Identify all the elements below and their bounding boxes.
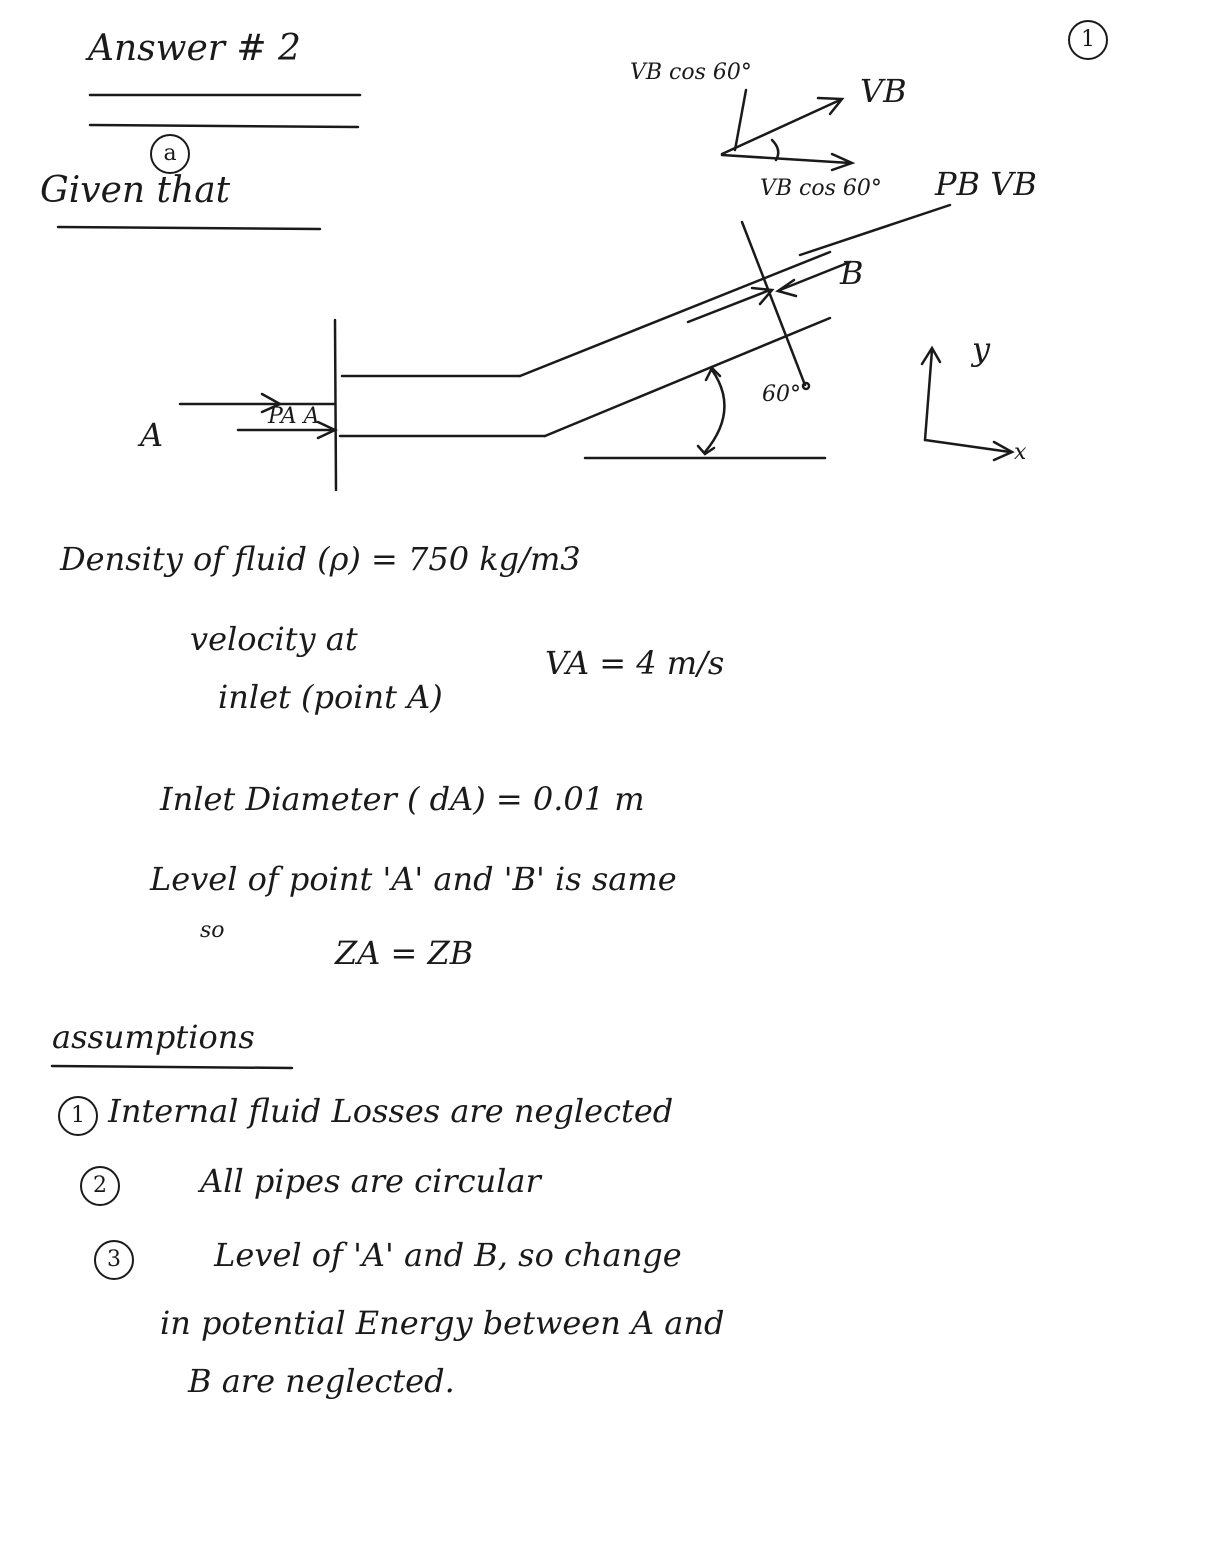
- vb-resultant-head: [816, 96, 845, 116]
- inlet-arrowhead: [260, 392, 283, 414]
- title-underline-2: [88, 123, 360, 129]
- vb-resultant: [720, 98, 842, 156]
- part-label: a: [150, 134, 190, 174]
- x-axis: [923, 438, 1012, 454]
- vb-cos-top-label: VB cos 60°: [630, 60, 752, 85]
- vb-vertical: [733, 88, 748, 152]
- assumption-3-cont-2: B are neglected.: [188, 1362, 455, 1400]
- x-axis-head: [992, 440, 1015, 462]
- section-b-line: [740, 220, 807, 387]
- vb-angle-arc: [770, 138, 780, 162]
- assumption-2-text: All pipes are circular: [200, 1162, 541, 1200]
- assumption-3-cont-1: in potential Energy between A and: [160, 1304, 725, 1342]
- answer-title: Answer # 2: [88, 28, 301, 69]
- vb-label: VB: [860, 72, 907, 110]
- assumption-2-num: 2: [80, 1166, 120, 1206]
- assumption-2: 2 All pipes are circular: [80, 1162, 541, 1206]
- density-line: Density of fluid (ρ) = 750 kg/m3: [60, 540, 581, 578]
- flow-arrowhead: [750, 286, 775, 306]
- assumption-3-text: Level of 'A' and B, so change: [214, 1236, 682, 1274]
- assumption-1-text: Internal fluid Losses are neglected: [108, 1092, 674, 1130]
- pb-arrow: [778, 260, 852, 292]
- pipe-lower-inclined: [543, 316, 832, 438]
- pipe-upper-inclined: [518, 250, 832, 378]
- assumptions-heading: assumptions: [52, 1018, 255, 1056]
- y-axis-head: [920, 345, 942, 366]
- x-axis-label: x: [1014, 440, 1027, 465]
- level-line: Level of point 'A' and 'B' is same: [150, 860, 677, 898]
- given-underline: [56, 225, 322, 231]
- section-b-end: [801, 381, 811, 391]
- vb-horizontal-head: [830, 152, 856, 172]
- vb-horizontal: [720, 153, 852, 165]
- assumption-3-num: 3: [94, 1240, 134, 1280]
- point-b-label: B: [840, 254, 864, 292]
- vb-cos-bottom-label: VB cos 60°: [760, 176, 882, 201]
- angle-label: 60°: [762, 382, 801, 407]
- pa-arrowhead: [316, 420, 338, 440]
- velocity-value: VA = 4 m/s: [545, 644, 725, 682]
- point-a-label: A: [140, 416, 164, 454]
- flow-arrow: [686, 288, 772, 324]
- pa-a-label: PA A: [268, 404, 320, 429]
- pb-arrowhead: [775, 278, 798, 298]
- za-zb-equation: ZA = ZB: [335, 934, 474, 972]
- assumption-1: 1 Internal fluid Losses are neglected: [58, 1092, 673, 1136]
- assumption-3: 3 Level of 'A' and B, so change: [94, 1236, 682, 1280]
- angle-arc: [703, 368, 726, 454]
- y-axis: [923, 348, 934, 442]
- angle-arrow-top: [704, 365, 722, 382]
- assumptions-underline: [50, 1064, 294, 1070]
- pb-vb-label: PB VB: [935, 165, 1037, 203]
- assumption-1-num: 1: [58, 1096, 98, 1136]
- angle-arrow-bottom: [696, 444, 716, 456]
- so-label: so: [200, 918, 225, 943]
- y-axis-label: y: [972, 330, 991, 368]
- given-that-heading: Given that: [40, 170, 231, 211]
- diameter-line: Inlet Diameter ( dA) = 0.01 m: [160, 780, 645, 818]
- section-b-extension: [798, 203, 952, 257]
- page-number: 1: [1068, 20, 1108, 60]
- velocity-line-2: inlet (point A): [218, 678, 443, 716]
- velocity-line-1: velocity at: [190, 620, 358, 658]
